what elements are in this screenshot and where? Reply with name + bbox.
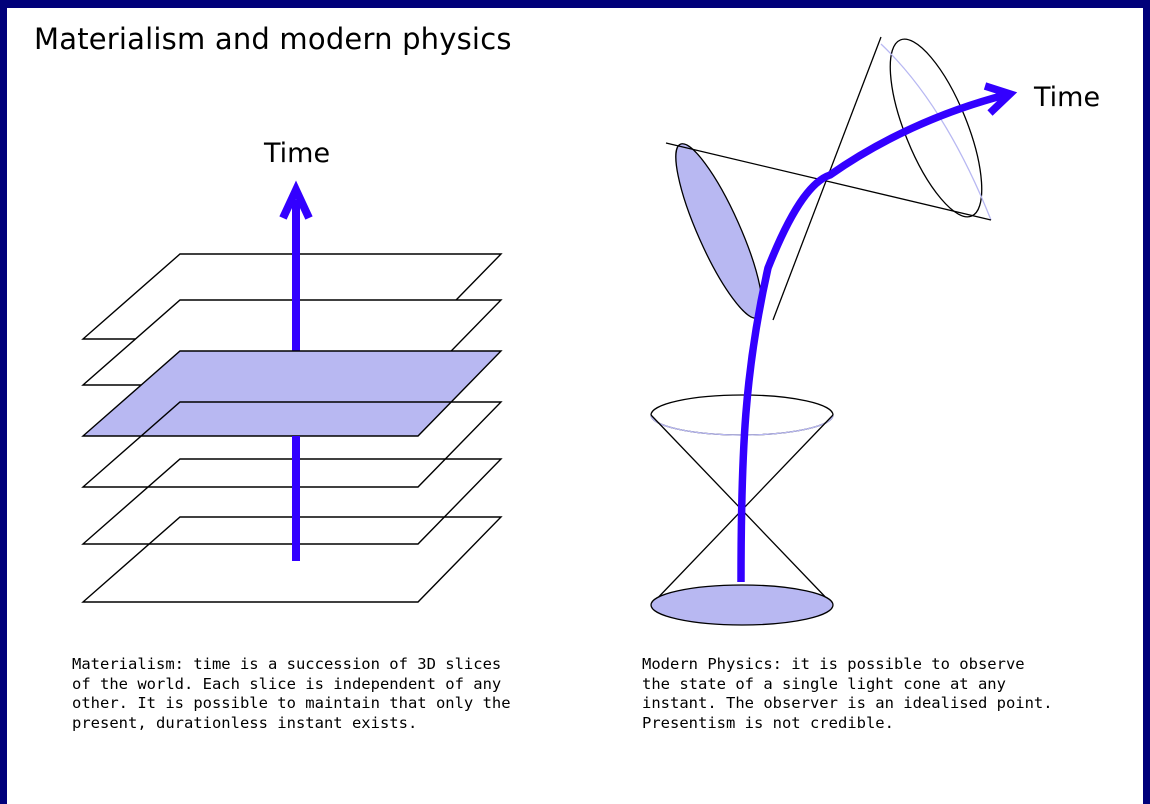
- modern-physics-caption: Modern Physics: it is possible to observ…: [642, 655, 1053, 732]
- worldline-arrow-head: [983, 82, 1018, 116]
- tilted-cone-rim: [889, 38, 983, 218]
- modern-physics-diagram: [650, 36, 1018, 626]
- worldline: [737, 91, 1006, 583]
- cone-edge: [665, 142, 992, 221]
- present-slice: [81, 350, 503, 437]
- materialism-caption: Materialism: time is a succession of 3D …: [72, 655, 511, 732]
- time-slice: [81, 516, 503, 603]
- time-slice: [81, 401, 503, 488]
- worldline-arrow: [737, 82, 1018, 583]
- page-title: Materialism and modern physics: [34, 22, 512, 56]
- time-arrow-head: [279, 180, 313, 220]
- time-label-right: Time: [1033, 82, 1100, 113]
- light-cone-lower: [650, 394, 834, 626]
- tilted-cone-rim-front: [880, 43, 992, 221]
- time-slice: [81, 458, 503, 545]
- time-label-left: Time: [263, 138, 330, 169]
- past-cone-base: [650, 584, 834, 626]
